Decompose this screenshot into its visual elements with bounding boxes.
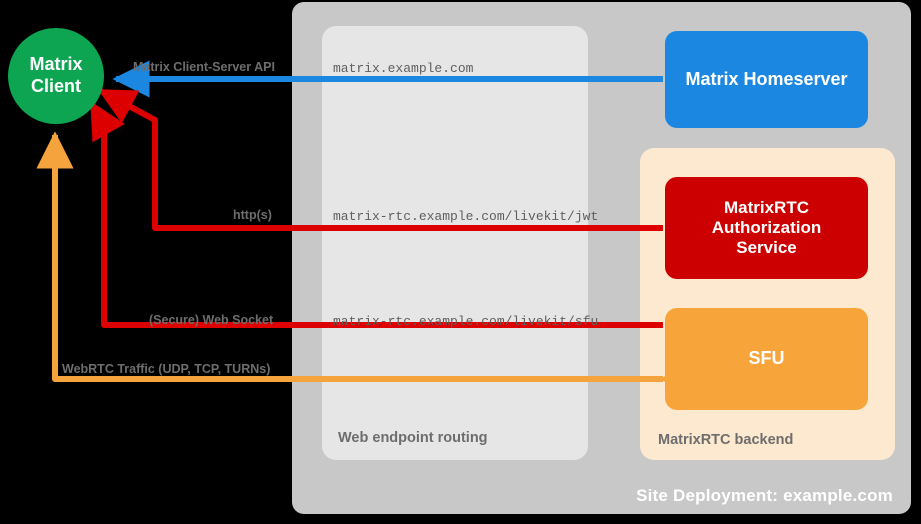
endpoint-url-jwt: matrix-rtc.example.com/livekit/jwt (333, 209, 599, 224)
matrixrtc-authorization-service-node: MatrixRTC Authorization Service (665, 177, 868, 279)
sfu-label: SFU (748, 348, 785, 369)
matrixrtc-backend-label: MatrixRTC backend (658, 432, 794, 448)
endpoint-url-sfu: matrix-rtc.example.com/livekit/sfu (333, 314, 599, 329)
site-deployment-label: Site Deployment: example.com (636, 486, 893, 505)
auth-service-label-line2: Authorization (711, 217, 822, 237)
matrix-client-label-line2: Client (30, 76, 81, 96)
auth-service-label-line3: Service (736, 238, 797, 258)
label-client-server-api: Matrix Client-Server API (133, 60, 275, 74)
matrix-homeserver-label: Matrix Homeserver (685, 68, 848, 89)
web-endpoint-routing-label: Web endpoint routing (338, 430, 488, 446)
label-secure-websocket: (Secure) Web Socket (149, 313, 274, 327)
sfu-node: SFU (665, 308, 868, 410)
label-webrtc-traffic: WebRTC Traffic (UDP, TCP, TURNs) (62, 362, 271, 376)
label-https: http(s) (233, 208, 272, 222)
endpoint-url-matrix: matrix.example.com (333, 61, 474, 76)
auth-service-label-line1: MatrixRTC (723, 197, 809, 217)
arrow-https-jwt (97, 88, 663, 231)
matrix-client-node: Matrix Client (8, 28, 104, 124)
matrix-client-label-line1: Matrix (29, 54, 83, 75)
matrix-homeserver-node: Matrix Homeserver (665, 31, 868, 128)
arrow-webrtc-traffic (36, 131, 697, 398)
